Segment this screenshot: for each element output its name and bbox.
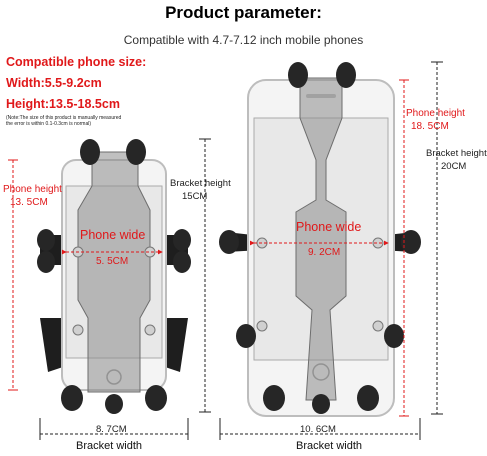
left-bracket-height-value: 15CM [182,191,208,202]
left-phone-height-value: 13. 5CM [10,197,48,208]
left-bracket-width-value: 8. 7CM [96,424,127,435]
height-range: Height:13.5-18.5cm [6,97,120,111]
left-phone-wide-label: Phone wide [80,228,146,242]
page-title: Product parameter: [165,3,322,22]
right-bracket-width-value: 10. 6CM [300,424,336,435]
measurement-note-line1: (Note:The size of this product is manual… [6,115,122,121]
left-phone-height-label: Phone height [3,184,62,195]
right-bracket-height-value: 20CM [441,161,467,172]
compatibility-subtitle: Compatible with 4.7-7.12 inch mobile pho… [123,33,364,47]
right-phone-height-label: Phone height [406,108,465,119]
right-bracket-height-label: Bracket height [426,148,487,159]
measurement-note-line2: the error is within 0.1-0.3cm is normal) [6,121,92,127]
right-phone-height-value: 18. 5CM [411,121,449,132]
left-bracket-height-label: Bracket height [170,178,231,189]
left-bracket-frame [77,151,151,393]
right-phone-wide-label: Phone wide [296,220,362,234]
right-phone-wide-value: 9. 2CM [308,247,341,258]
right-grip-knobs [219,62,421,414]
compatible-size-heading: Compatible phone size: [6,55,147,69]
left-bracket-width-label: Bracket width [76,440,143,452]
right-bracket-width-label: Bracket width [296,440,363,452]
right-holder [219,61,443,440]
left-phone-wide-value: 5. 5CM [96,256,129,267]
left-grip-knobs [37,139,191,414]
right-bracket-frame [295,77,347,401]
left-holder [8,138,211,440]
width-range: Width:5.5-9.2cm [6,76,102,90]
